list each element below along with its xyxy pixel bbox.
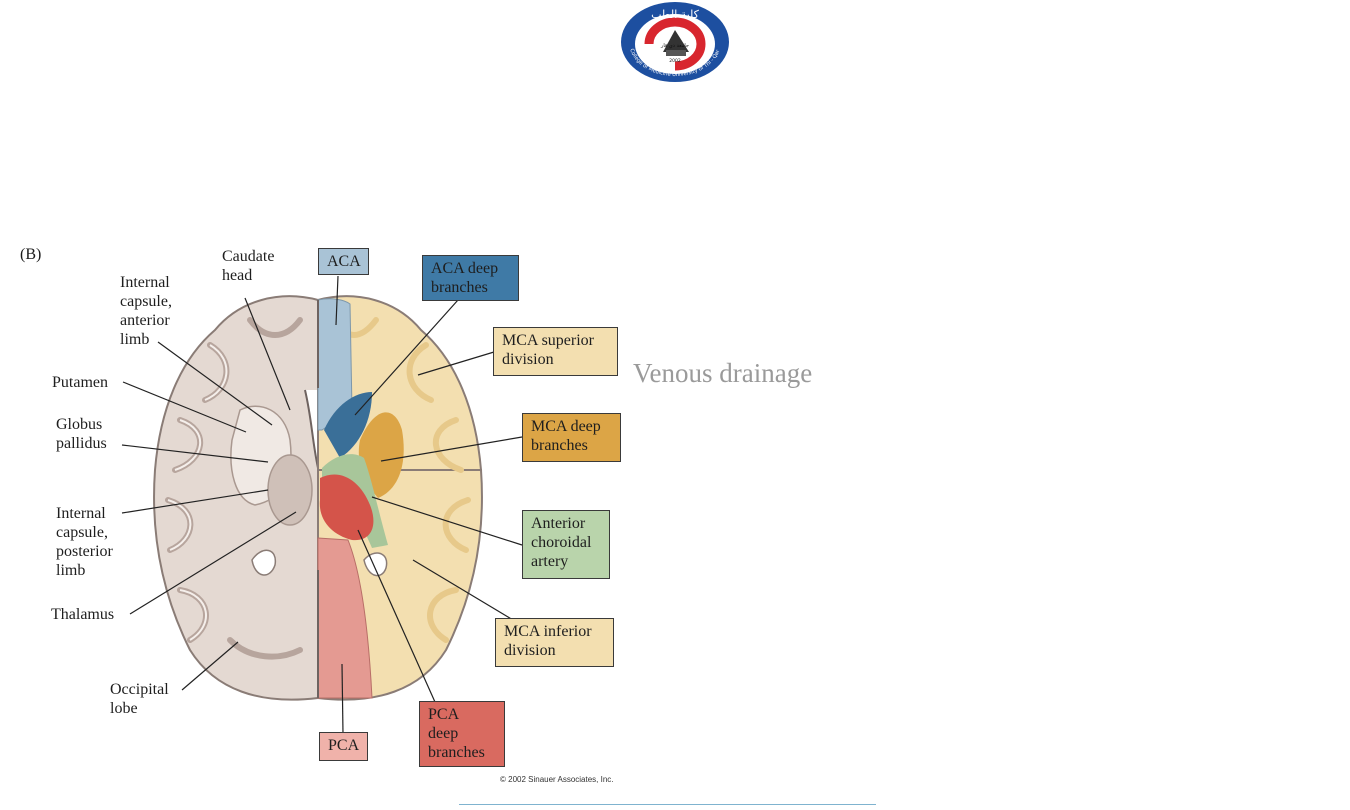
label-globus-pallidus: Globus pallidus bbox=[56, 416, 107, 452]
right-leader-lines bbox=[335, 275, 523, 735]
mca-deep-territory bbox=[358, 412, 404, 498]
svg-text:2002: 2002 bbox=[669, 58, 681, 64]
svg-text:جامعة ذي قار: جامعة ذي قار bbox=[660, 43, 689, 49]
label-internal-capsule-anterior-limb: Internal capsule, anterior limb bbox=[120, 274, 172, 348]
box-pca: PCA bbox=[319, 732, 368, 761]
pca-deep-territory bbox=[319, 474, 374, 541]
bottom-divider bbox=[459, 804, 876, 805]
box-mca-inferior-division: MCA inferior division bbox=[495, 618, 614, 667]
label-thalamus: Thalamus bbox=[51, 606, 115, 623]
aca-deep-territory bbox=[324, 392, 372, 458]
venous-drainage-heading: Venous drainage bbox=[633, 358, 813, 388]
label-occipital-lobe: Occipital lobe bbox=[110, 681, 169, 717]
university-logo: كلية الطب جامعة ذي قار 2002 College of M… bbox=[619, 0, 731, 84]
pca-territory bbox=[317, 537, 373, 699]
label-putamen: Putamen bbox=[52, 374, 108, 391]
left-leader-lines bbox=[121, 297, 297, 691]
label-internal-capsule-posterior-limb: Internal capsule, posterior limb bbox=[56, 505, 113, 579]
box-mca-deep-branches: MCA deep branches bbox=[522, 413, 621, 462]
panel-letter: (B) bbox=[20, 246, 42, 263]
box-anterior-choroidal-artery: Anterior choroidal artery bbox=[522, 510, 610, 579]
svg-text:كلية الطب: كلية الطب bbox=[651, 8, 700, 21]
box-pca-deep-branches: PCA deep branches bbox=[419, 701, 505, 767]
label-caudate-head: Caudate head bbox=[222, 248, 275, 284]
box-aca-deep-branches: ACA deep branches bbox=[422, 255, 519, 301]
box-mca-superior-division: MCA superior division bbox=[493, 327, 618, 376]
box-aca: ACA bbox=[318, 248, 369, 275]
figure-copyright: © 2002 Sinauer Associates, Inc. bbox=[500, 775, 614, 784]
